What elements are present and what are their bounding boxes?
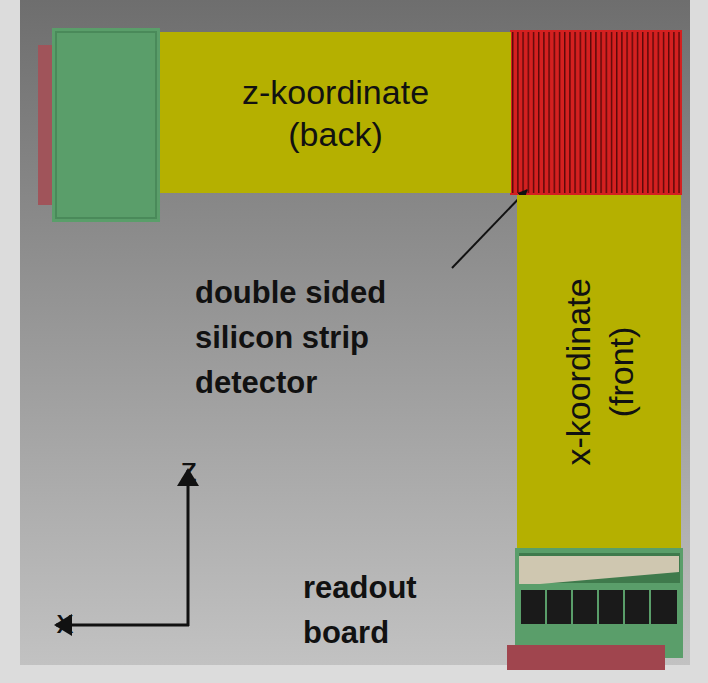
hybrid-board-edge: [56, 32, 156, 218]
part-label: double sided silicon strip detector: [195, 270, 465, 405]
sensor-band: z-koordinate (back): [160, 32, 511, 193]
band-label: z-koordinate (back): [201, 70, 471, 155]
bond-area: [519, 556, 679, 584]
readout-chip: [547, 590, 571, 624]
silicon-detector: [510, 30, 682, 195]
readout-chip: [521, 590, 545, 624]
background-panel: [20, 0, 690, 665]
readout-chip: [599, 590, 623, 624]
board-trace: [519, 553, 680, 583]
axis-label: x: [52, 602, 78, 640]
sensor-band: x-koordinate (front): [517, 195, 681, 548]
z-axis: [187, 470, 190, 626]
leader-line: [452, 190, 527, 268]
connector-strip: [507, 645, 665, 670]
x-axis: [56, 624, 189, 627]
part-label: readout board: [303, 565, 478, 655]
connector-strip: [38, 45, 54, 205]
hybrid-board: [52, 28, 160, 222]
readout-chip: [573, 590, 597, 624]
axis-label: z: [176, 450, 202, 488]
readout-board-shape: [515, 548, 683, 658]
readout-chip: [651, 590, 677, 624]
band-label: x-koordinate (front): [557, 237, 642, 507]
readout-chip: [625, 590, 649, 624]
detector-strips: [512, 32, 680, 193]
